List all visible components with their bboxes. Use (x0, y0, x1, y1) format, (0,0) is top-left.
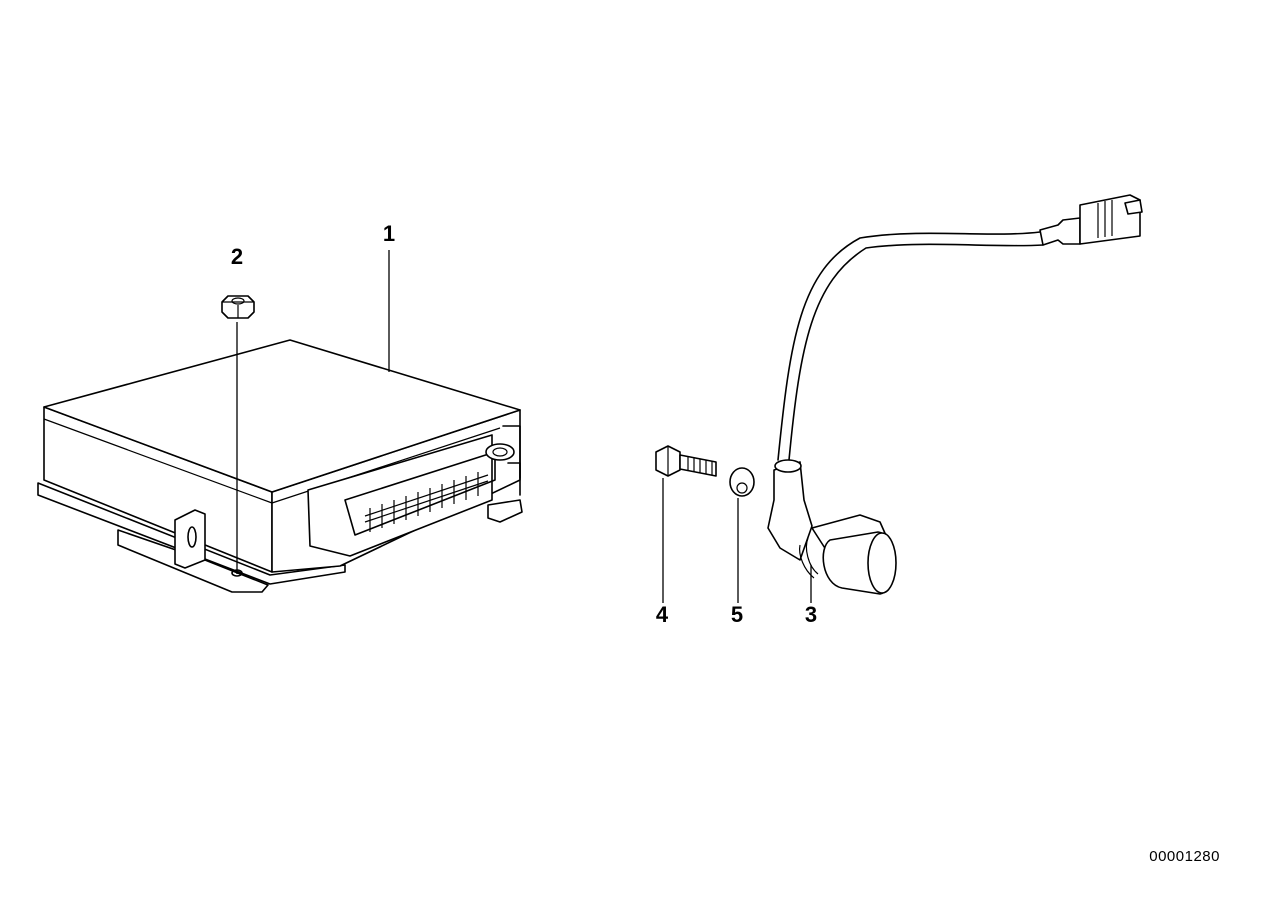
sensor-body (767, 461, 813, 561)
sensor-plug (1039, 217, 1081, 246)
nut-drawing (221, 295, 255, 319)
bolt-drawing (655, 445, 717, 477)
control-unit-drawing (37, 339, 523, 593)
callout-3: 3 (804, 602, 818, 627)
callout-5: 5 (730, 602, 744, 627)
control-unit-flange (37, 482, 346, 585)
document-number: 00001280 (1149, 848, 1220, 865)
control-unit-mount-tab-right (487, 499, 523, 523)
washer-drawing (729, 467, 755, 497)
control-unit-top-face (43, 339, 521, 493)
control-unit-connector (307, 434, 493, 557)
connector-screw (485, 443, 515, 461)
connector-pins (364, 472, 489, 532)
sensor-drawing (767, 194, 1143, 595)
leader-lines (236, 250, 812, 603)
mounting-bracket (174, 509, 206, 569)
callout-2: 2 (230, 244, 244, 269)
callout-4: 4 (655, 602, 669, 627)
callout-1: 1 (382, 221, 396, 246)
